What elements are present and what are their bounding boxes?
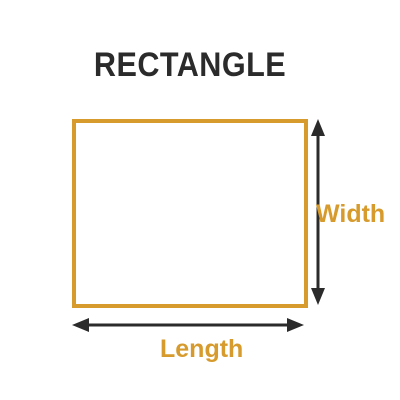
length-arrow-head-left — [72, 318, 89, 332]
length-arrow — [72, 318, 304, 332]
width-label: Width — [316, 200, 386, 228]
width-arrow — [311, 119, 325, 305]
length-arrow-head-right — [287, 318, 304, 332]
rectangle-shape — [72, 119, 308, 308]
length-label: Length — [160, 335, 244, 363]
diagram-title: RECTANGLE — [93, 46, 287, 84]
width-arrow-head-top — [311, 119, 325, 136]
width-arrow-head-bottom — [311, 288, 325, 305]
